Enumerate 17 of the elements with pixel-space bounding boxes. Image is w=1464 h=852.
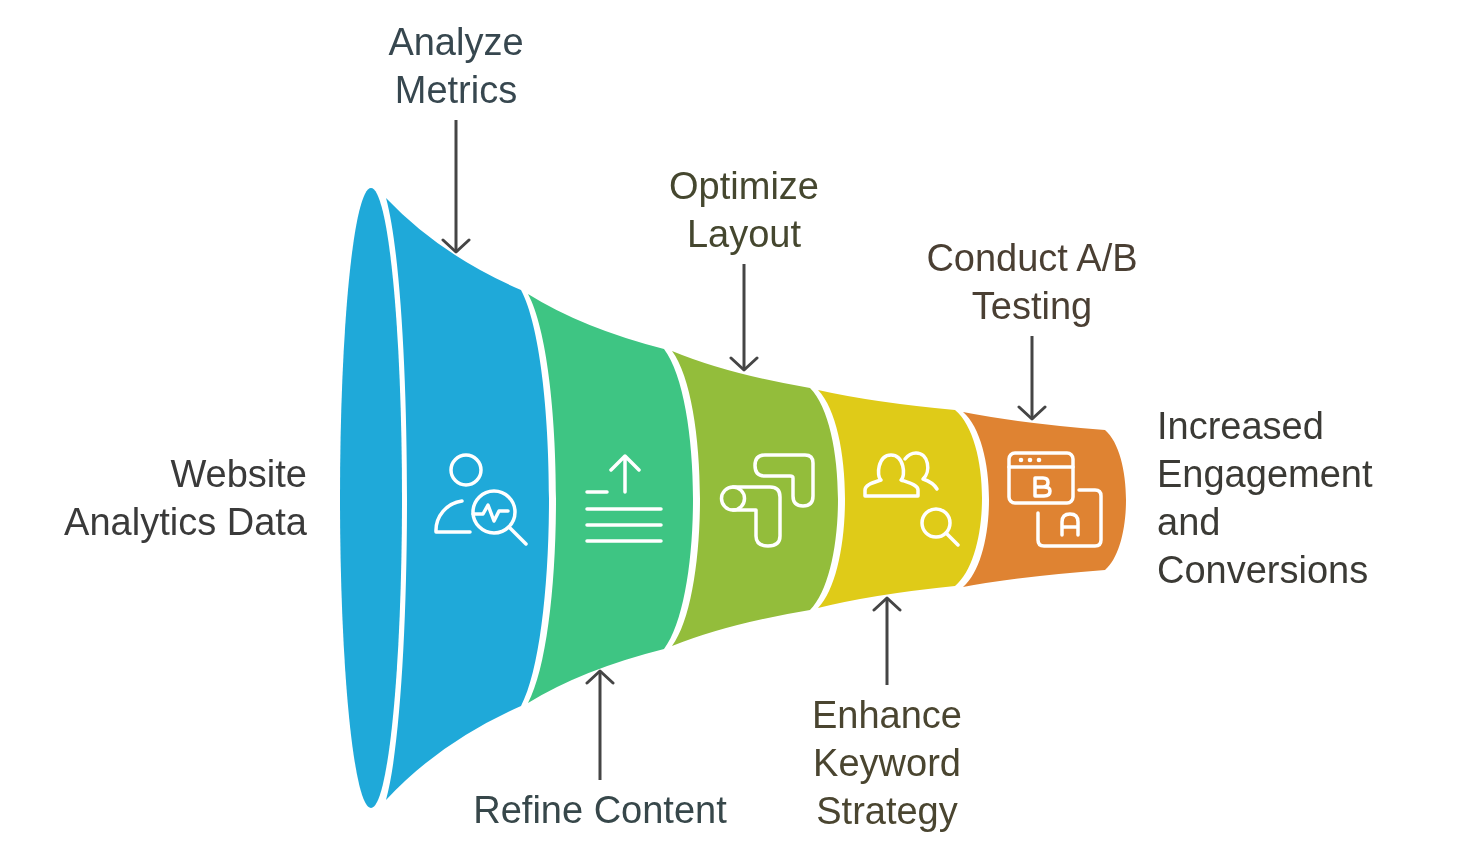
funnel-segment — [963, 412, 1126, 587]
step-label: Enhance Keyword Strategy — [810, 691, 964, 835]
arrow — [729, 264, 759, 372]
arrow — [1017, 336, 1047, 421]
arrow — [872, 596, 902, 685]
step-label: Optimize Layout — [668, 162, 820, 258]
step-label: Analyze Metrics — [387, 18, 525, 114]
funnel-segment — [672, 351, 838, 646]
funnel-segment — [818, 390, 982, 608]
funnel-segment — [528, 294, 693, 703]
arrow — [585, 669, 615, 780]
funnel-mouth — [340, 188, 402, 808]
step-label: Refine Content — [472, 786, 728, 834]
funnel-outcome-label: Increased Engagement and Conversions — [1157, 404, 1374, 593]
arrow — [441, 120, 471, 254]
step-label: Conduct A/B Testing — [925, 234, 1139, 330]
funnel-input-label: Website Analytics Data — [63, 452, 307, 545]
